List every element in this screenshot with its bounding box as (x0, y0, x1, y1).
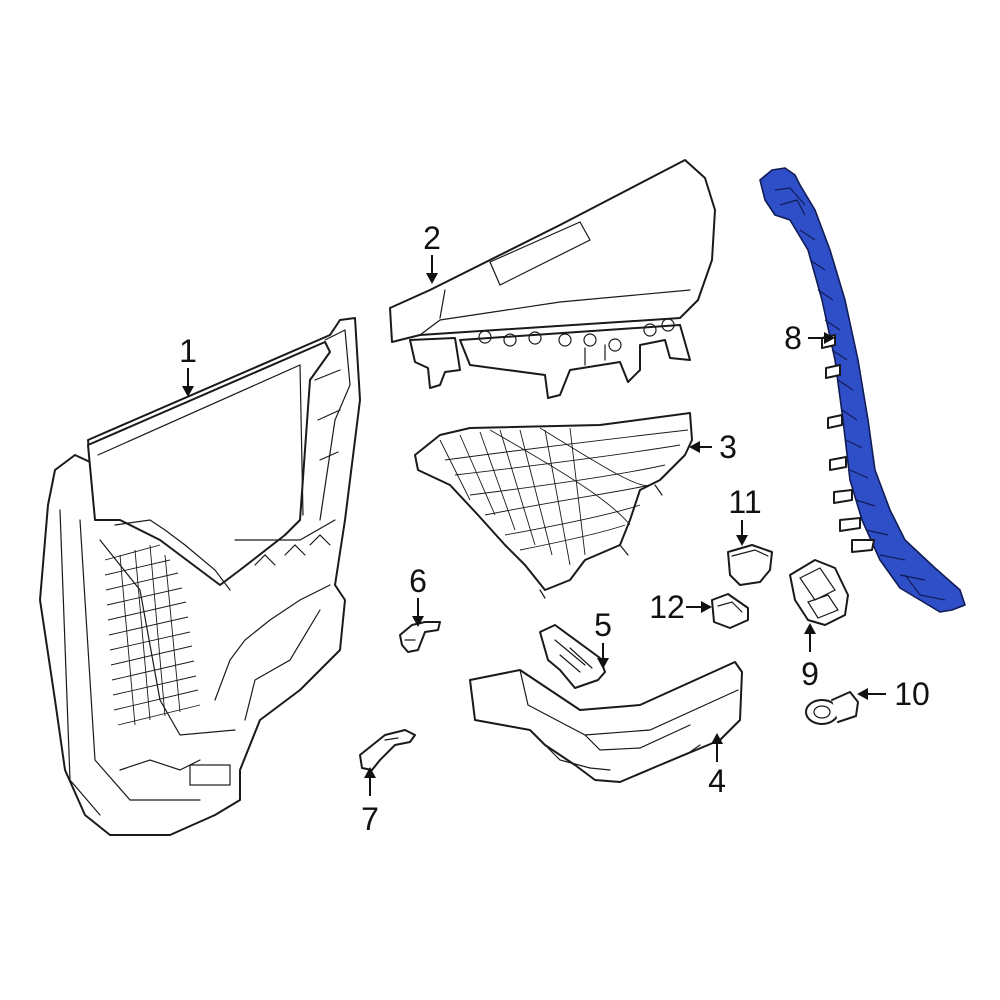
svg-text:8: 8 (784, 320, 802, 356)
part-3-map-pocket[interactable] (414, 412, 693, 599)
part-10-button-clip[interactable] (805, 691, 859, 725)
part-12-connector[interactable] (711, 593, 749, 629)
callout-11: 11 (728, 484, 762, 546)
svg-text:4: 4 (708, 763, 726, 799)
svg-text:1: 1 (179, 333, 197, 369)
svg-text:5: 5 (594, 607, 612, 643)
part-9-switch[interactable] (789, 559, 849, 626)
callout-4: 4 (708, 733, 726, 799)
callout-12: 12 (649, 589, 712, 625)
callout-3: 3 (689, 429, 737, 465)
callout-1: 1 (179, 333, 197, 397)
part-11-switch-cap[interactable] (727, 544, 773, 586)
part-6-clip[interactable] (399, 621, 441, 653)
callout-5: 5 (594, 607, 612, 669)
part-8-reinforcement-strip[interactable] (759, 167, 966, 613)
callout-8: 8 (784, 320, 835, 356)
svg-text:7: 7 (361, 801, 379, 837)
callout-2: 2 (423, 220, 441, 284)
callout-6: 6 (409, 563, 427, 627)
part-2-armrest-upper[interactable] (389, 159, 716, 399)
part-1-door-trim-panel[interactable] (39, 317, 361, 836)
svg-text:3: 3 (719, 429, 737, 465)
callout-10: 10 (857, 676, 930, 712)
part-5-switch-bracket[interactable] (539, 624, 606, 689)
svg-text:2: 2 (423, 220, 441, 256)
svg-text:12: 12 (649, 589, 685, 625)
svg-text:6: 6 (409, 563, 427, 599)
svg-text:10: 10 (894, 676, 930, 712)
part-7-clip[interactable] (359, 729, 416, 771)
part-4-armrest-base[interactable] (469, 661, 743, 783)
svg-text:9: 9 (801, 656, 819, 692)
svg-text:11: 11 (728, 484, 761, 520)
callout-7: 7 (361, 767, 379, 837)
callout-9: 9 (801, 623, 819, 692)
